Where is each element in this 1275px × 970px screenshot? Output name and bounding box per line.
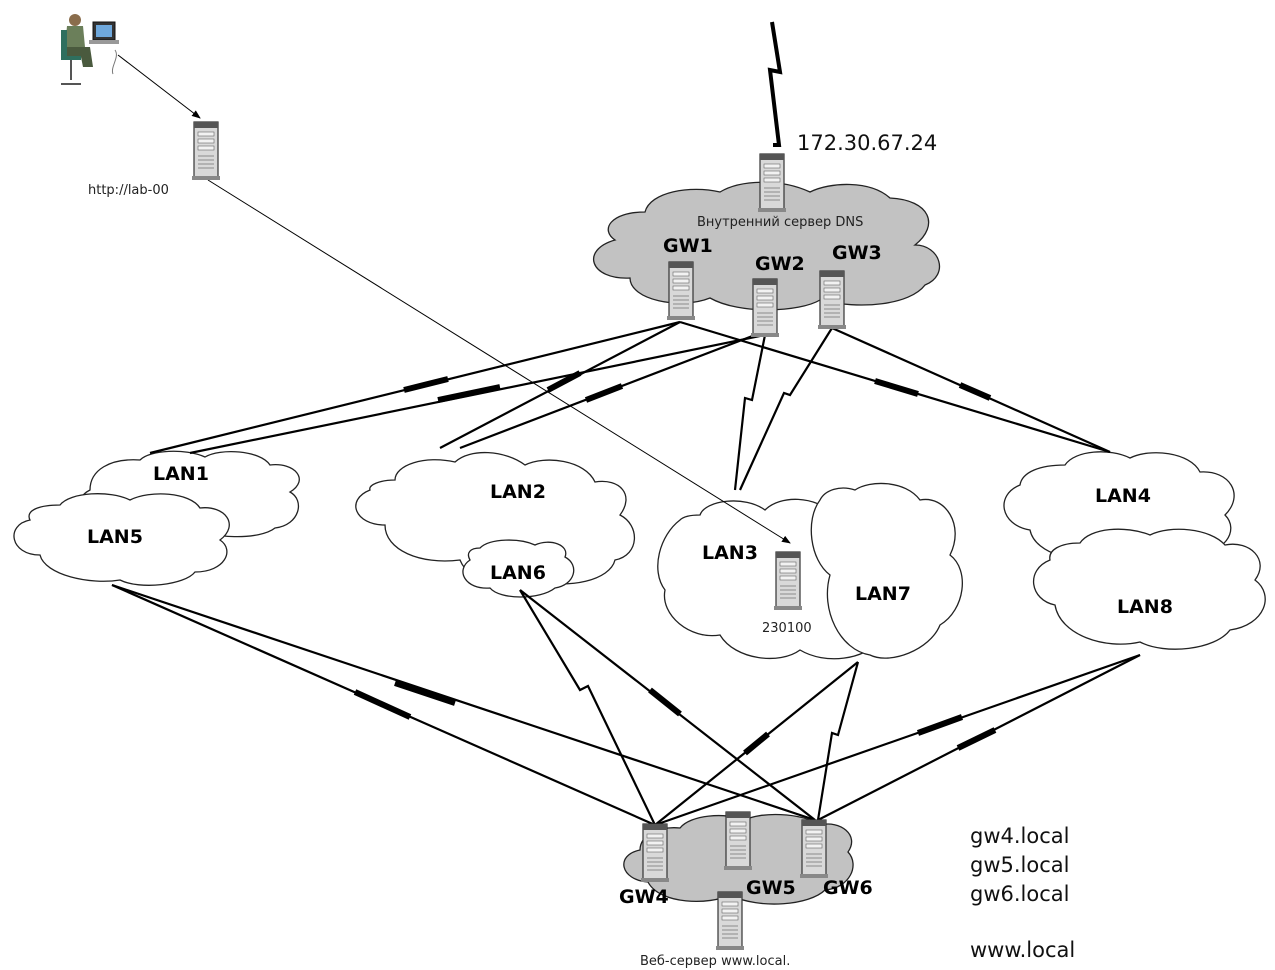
lan6-cloud	[462, 539, 575, 598]
dns-ip-label: 172.30.67.24	[797, 131, 937, 155]
gw1-server-icon	[666, 261, 696, 321]
gw2-server-icon	[750, 278, 780, 338]
gw1-label: GW1	[663, 235, 713, 257]
lan2-label: LAN2	[490, 481, 546, 503]
client-to-web-proxy-link	[117, 54, 201, 119]
gw2-label: GW2	[755, 253, 805, 275]
lan7-cloud	[810, 482, 963, 659]
gw4-label: GW4	[619, 886, 669, 908]
lan6-label: LAN6	[490, 562, 546, 584]
web-proxy-server-icon	[191, 121, 221, 181]
lan7-label: LAN7	[855, 583, 911, 605]
lan4-label: LAN4	[1095, 485, 1151, 507]
lan3-server-icon	[773, 551, 803, 611]
gw5-label: GW5	[746, 877, 796, 899]
web-server-icon	[715, 891, 745, 951]
gw6-server-icon	[799, 819, 829, 879]
lan5-cloud	[13, 493, 230, 586]
web-proxy-to-lan3-server-link	[207, 179, 791, 544]
hostname-www: www.local	[970, 938, 1075, 962]
hostname-gw4: gw4.local	[970, 824, 1069, 848]
hostname-gw6: gw6.local	[970, 882, 1069, 906]
lan5-label: LAN5	[87, 526, 143, 548]
hostname-gw5: gw5.local	[970, 853, 1069, 877]
dns-server-icon	[757, 153, 787, 213]
web-server-label: Веб-сервер www.local.	[640, 954, 790, 969]
uplink-lightning-icon	[767, 21, 783, 147]
client-url-label: http://lab-00	[88, 183, 169, 198]
lan3-label: LAN3	[702, 542, 758, 564]
lower-wan-links	[111, 583, 1141, 827]
gw3-label: GW3	[832, 242, 882, 264]
dns-server-label: Внутренний сервер DNS	[697, 215, 863, 230]
gw3-server-icon	[817, 270, 847, 330]
lan8-label: LAN8	[1117, 596, 1173, 618]
lan8-cloud	[1033, 528, 1266, 650]
upper-wan-links	[149, 320, 1111, 491]
lan1-label: LAN1	[153, 463, 209, 485]
user-at-workstation-icon	[61, 14, 119, 85]
gw6-label: GW6	[823, 877, 873, 899]
lan3-server-label: 230100	[762, 621, 812, 636]
gw5-server-icon	[723, 811, 753, 871]
gw4-server-icon	[640, 823, 670, 883]
